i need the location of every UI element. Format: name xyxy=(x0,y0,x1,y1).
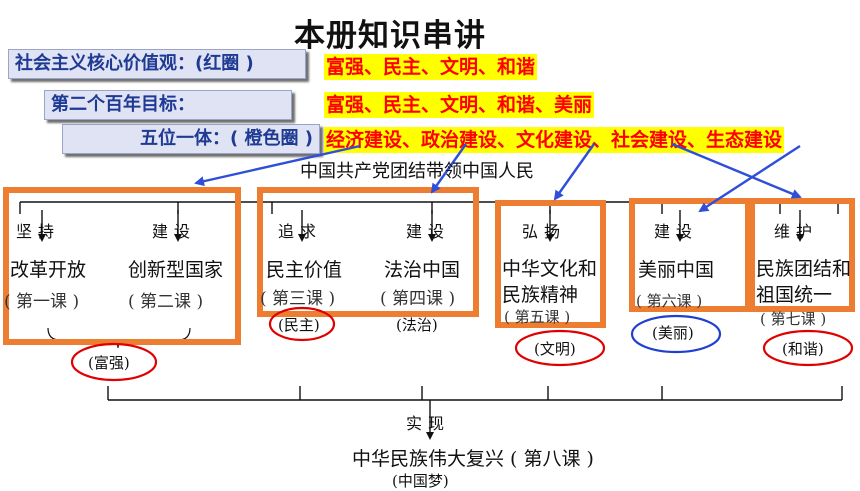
centenary-goal-label: 第二个百年目标： xyxy=(44,90,292,120)
lesson-7: ( 第七课 ) xyxy=(760,310,827,328)
lesson-6: ( 第六课 ) xyxy=(636,292,703,310)
verb-arrows xyxy=(38,210,804,242)
node-gaige: 改革开放 xyxy=(10,259,87,281)
verb-jianshe-1: 建设 xyxy=(152,222,197,241)
lesson-5: ( 第五课 ) xyxy=(504,308,571,326)
label-fuqiang: (富强) xyxy=(88,354,130,372)
label-fazhi: (法治) xyxy=(396,316,438,334)
node-fazhi: 法治中国 xyxy=(384,259,461,281)
lesson-2: ( 第二课 ) xyxy=(128,292,204,312)
verb-jianshe-3: 建设 xyxy=(654,222,699,241)
blue-arrows xyxy=(194,142,802,213)
verb-zhuiqiu: 追求 xyxy=(278,222,323,241)
bottom-sub: (中国梦) xyxy=(392,472,449,490)
five-in-one-label: 五位一体：( 橙色圈 ) xyxy=(62,124,320,154)
wenming-circle xyxy=(514,329,606,367)
node-minzu: 民族团结和祖国统一 xyxy=(756,258,852,306)
label-meili: (美丽) xyxy=(652,324,694,342)
node-minzhu: 民主价值 xyxy=(266,259,343,281)
node-meili: 美丽中国 xyxy=(638,259,715,281)
bottom-node: 中华民族伟大复兴 ( 第八课 ) xyxy=(352,448,594,470)
verb-shixian: 实现 xyxy=(406,414,451,433)
bottom-bracket xyxy=(107,386,843,440)
meili-circle xyxy=(630,314,722,354)
lesson-4: ( 第四课 ) xyxy=(380,289,456,309)
node-chuangxin: 创新型国家 xyxy=(128,259,224,281)
node-wenhua: 中华文化和民族精神 xyxy=(502,258,598,306)
orange-boxes xyxy=(3,187,855,345)
verb-jianchi: 坚持 xyxy=(16,222,61,241)
lesson-1: ( 第一课 ) xyxy=(4,292,80,312)
hexie-circle xyxy=(762,329,854,367)
core-values-value: 富强、民主、文明、和谐 xyxy=(324,54,538,80)
verb-hongyang: 弘扬 xyxy=(522,222,567,241)
verb-weihu: 维护 xyxy=(774,222,819,241)
label-hexie: (和谐) xyxy=(782,340,824,358)
top-node: 中国共产党团结带领中国人民 xyxy=(300,161,534,182)
verb-jianshe-2: 建设 xyxy=(406,222,451,241)
label-minzhu: (民主) xyxy=(278,316,320,334)
minzhu-circle xyxy=(268,306,336,342)
centenary-goal-value: 富强、民主、文明、和谐、美丽 xyxy=(324,92,595,118)
lesson-3: ( 第三课 ) xyxy=(260,289,336,309)
label-wenming: (文明) xyxy=(534,340,576,358)
fuqiang-circle xyxy=(70,342,158,382)
core-values-label: 社会主义核心价值观：(红圈 ) xyxy=(8,49,306,79)
page-title: 本册知识串讲 xyxy=(294,18,486,54)
five-in-one-value: 经济建设、政治建设、文化建设、社会建设、生态建设 xyxy=(324,127,785,153)
